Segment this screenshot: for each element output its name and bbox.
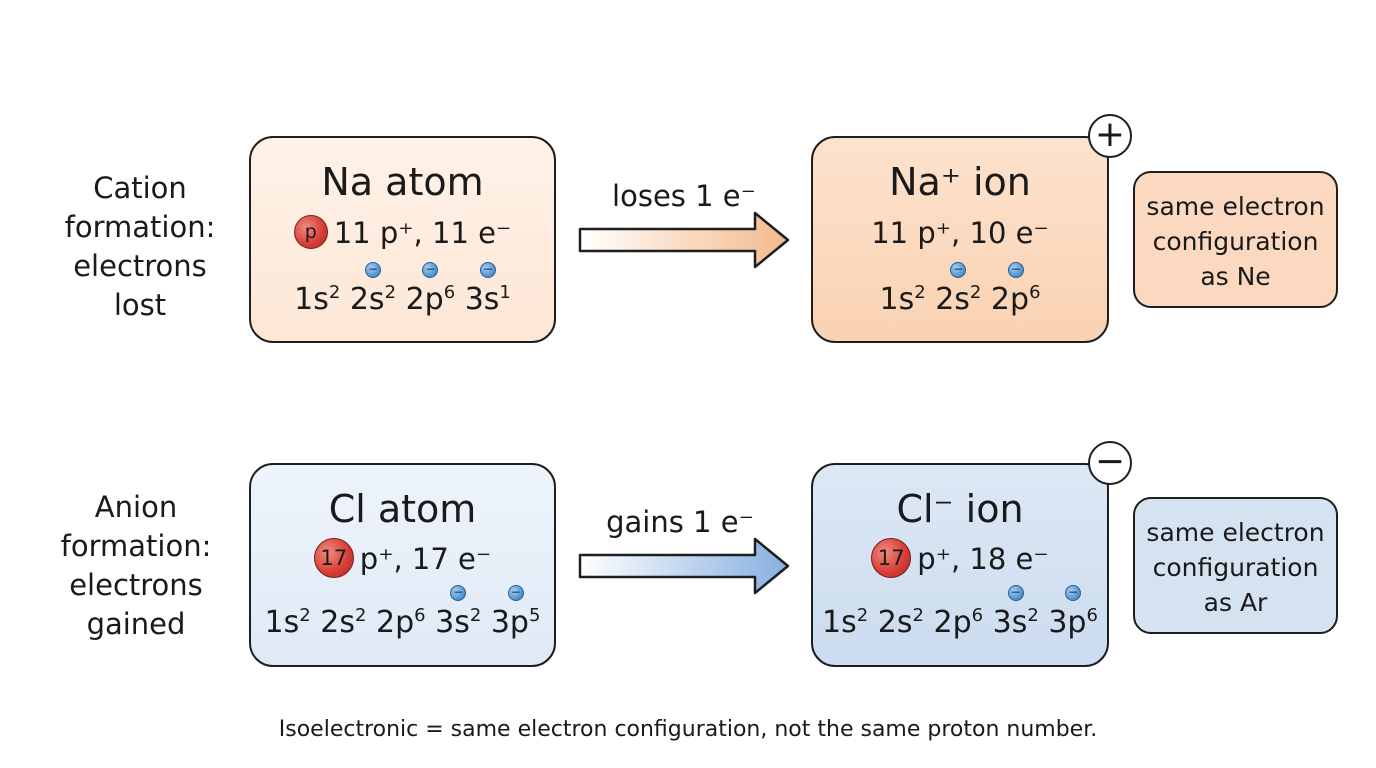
- orbital-term: 2p6: [933, 605, 984, 640]
- orbital-term: 3p6−: [1048, 585, 1098, 640]
- na-atom-count-text: 11 p⁺, 11 e⁻: [333, 216, 512, 250]
- proton-icon: 17: [871, 538, 912, 578]
- orbital-exponent: 5: [528, 605, 541, 626]
- orbital-exponent: 6: [971, 605, 984, 626]
- proton-icon: 17: [313, 538, 354, 578]
- minus-charge-icon: −: [1088, 441, 1132, 485]
- na-ion-box: Na⁺ ion 11 p⁺, 10 e⁻ 1s2 2s2− 2p6−: [811, 136, 1109, 343]
- orbital-exponent: 6: [414, 605, 426, 626]
- na-ion-configuration: 1s2 2s2− 2p6−: [813, 262, 1107, 317]
- orbital-exponent: 2: [299, 605, 311, 626]
- plus-charge-icon: +: [1088, 114, 1132, 158]
- note-line: configuration: [1152, 553, 1319, 582]
- cl-atom-count-text: p⁺, 17 e⁻: [359, 542, 492, 576]
- cl-atom-title: Cl atom: [328, 487, 477, 531]
- orbital-term: 3s2−: [435, 585, 482, 640]
- note-line: same electron: [1146, 518, 1325, 547]
- orbital-exponent: 2: [354, 605, 367, 626]
- orbital-exponent: 2: [384, 282, 397, 303]
- cation-arrow-label: loses 1 e⁻: [612, 179, 756, 213]
- orbital-term: 2s2−: [349, 262, 397, 317]
- footer-note: Isoelectronic = same electron configurat…: [278, 717, 1098, 742]
- orbital-term: 1s2: [822, 605, 869, 640]
- note-line: same electron: [1146, 192, 1325, 221]
- na-atom-title: Na atom: [321, 160, 484, 204]
- na-atom-configuration: 1s2 2s2− 2p6− 3s1−: [251, 262, 554, 317]
- orbital-term: 3s2−: [992, 585, 1039, 640]
- anion-arrow-label: gains 1 e⁻: [606, 505, 754, 539]
- orbital-exponent: 2: [328, 282, 341, 303]
- cation-row-label: Cation formation: electrons lost: [40, 169, 240, 325]
- electron-icon: −: [450, 585, 467, 601]
- orbital-exponent: 2: [469, 605, 482, 626]
- electron-icon: −: [1007, 585, 1024, 601]
- orbital-exponent: 2: [856, 605, 869, 626]
- orbital-term: 1s2: [264, 605, 311, 640]
- cl-ion-configuration: 1s2 2s2 2p6 3s2− 3p6−: [813, 585, 1107, 640]
- orbital-exponent: 1: [499, 282, 511, 303]
- orbital-exponent: 6: [1086, 605, 1098, 626]
- electron-icon: −: [422, 262, 439, 278]
- orbital-term: 3s1−: [464, 262, 511, 317]
- label-line: formation:: [64, 210, 216, 244]
- cation-arrow: [578, 211, 790, 269]
- orbital-exponent: 2: [912, 605, 924, 626]
- orbital-exponent: 6: [443, 282, 456, 303]
- electron-icon: −: [364, 262, 381, 278]
- label-line: electrons: [73, 249, 207, 283]
- orbital-term: 2p6: [375, 605, 426, 640]
- orbital-term: 1s2: [879, 282, 926, 317]
- electron-icon: −: [479, 262, 496, 278]
- orbital-exponent: 2: [914, 282, 926, 303]
- label-line: Cation: [93, 171, 187, 205]
- note-line: as Ar: [1203, 588, 1268, 617]
- cl-ion-title: Cl⁻ ion: [896, 487, 1024, 531]
- ne-note-box: same electron configuration as Ne: [1133, 171, 1338, 308]
- anion-row-label: Anion formation: electrons gained: [36, 488, 236, 644]
- orbital-term: 1s2: [294, 282, 341, 317]
- label-line: gained: [86, 607, 186, 641]
- note-line: configuration: [1152, 227, 1319, 256]
- orbital-term: 3p5−: [490, 585, 541, 640]
- label-line: formation:: [60, 529, 212, 563]
- electron-icon: −: [507, 585, 524, 601]
- cl-atom-configuration: 1s2 2s2 2p6 3s2− 3p5−: [251, 585, 554, 640]
- label-line: lost: [113, 288, 167, 322]
- orbital-exponent: 6: [1029, 282, 1041, 303]
- orbital-term: 2s2: [877, 605, 924, 640]
- orbital-term: 2p6−: [990, 262, 1041, 317]
- orbital-term: 2s2−: [935, 262, 982, 317]
- na-ion-title: Na⁺ ion: [889, 160, 1031, 204]
- electron-icon: −: [1065, 585, 1082, 601]
- anion-arrow: [578, 537, 790, 595]
- electron-icon: −: [1007, 262, 1024, 278]
- proton-icon: p: [293, 215, 328, 249]
- label-line: electrons: [69, 568, 203, 602]
- orbital-term: 2s2: [320, 605, 367, 640]
- ar-note-box: same electron configuration as Ar: [1133, 497, 1338, 634]
- note-line: as Ne: [1200, 262, 1271, 291]
- orbital-exponent: 2: [1027, 605, 1039, 626]
- label-line: Anion: [94, 490, 178, 524]
- na-ion-counts: 11 p⁺, 10 e⁻: [871, 216, 1049, 250]
- orbital-term: 2p6−: [405, 262, 456, 317]
- cl-ion-count-text: p⁺, 18 e⁻: [917, 542, 1049, 576]
- electron-icon: −: [950, 262, 967, 278]
- orbital-exponent: 2: [969, 282, 982, 303]
